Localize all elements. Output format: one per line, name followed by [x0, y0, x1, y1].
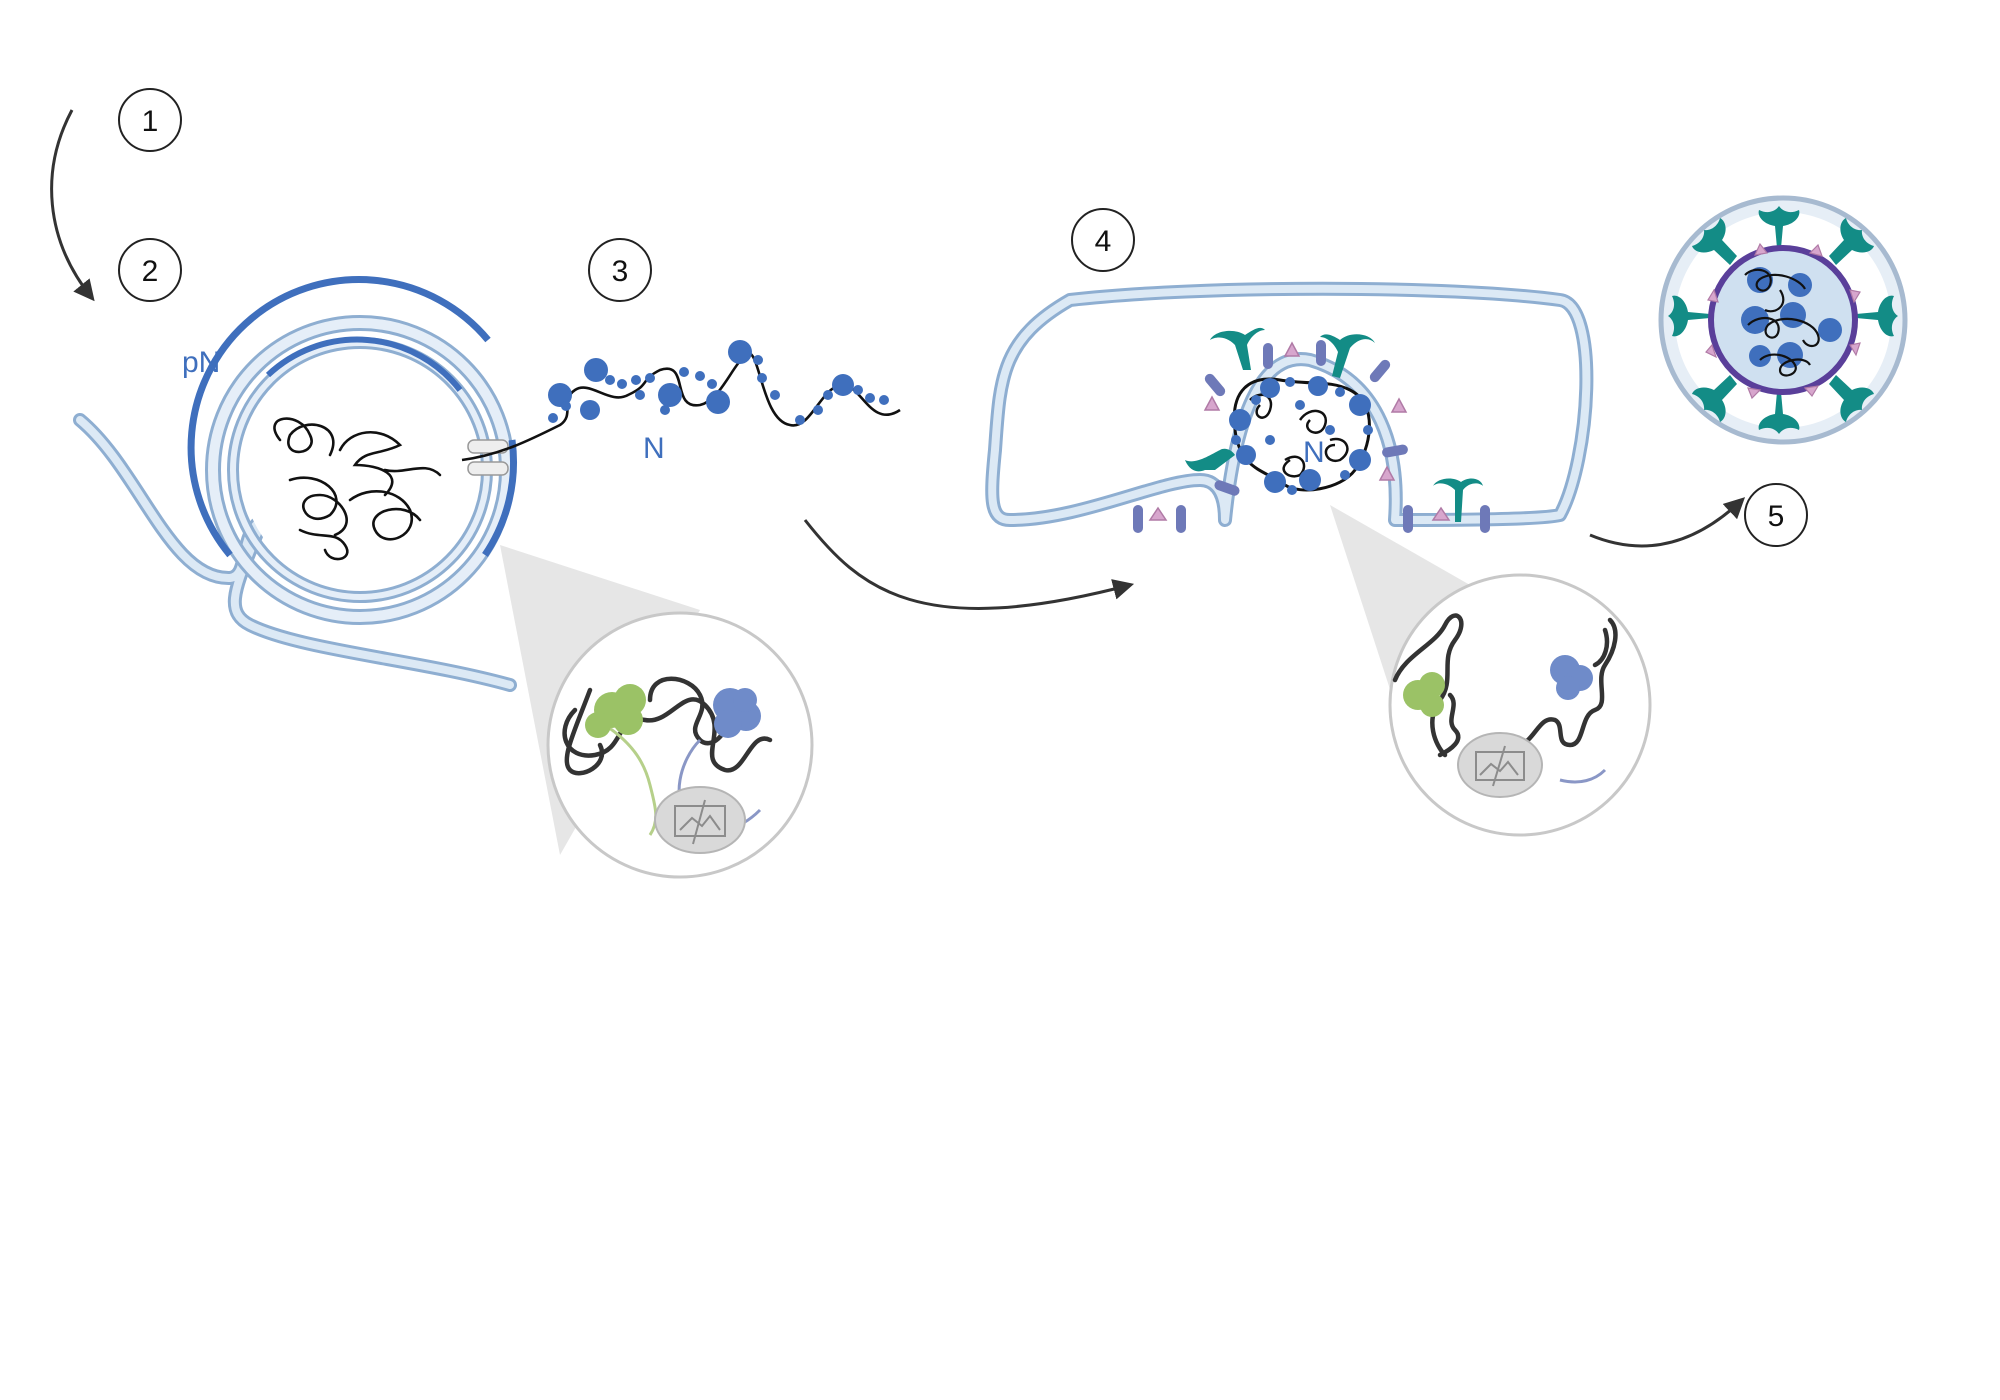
double-membrane-vesicle	[187, 276, 517, 625]
pN-coat-inner	[265, 336, 463, 392]
rna-n-strand	[461, 340, 901, 462]
pN-label: pN	[182, 346, 220, 379]
broken-image-icon	[1475, 745, 1525, 787]
step-1-label: 1	[142, 105, 159, 138]
step-2-label: 2	[142, 255, 159, 288]
entry-arrow	[50, 109, 95, 302]
pN-coat-side	[482, 439, 517, 557]
step-5-label: 5	[1768, 500, 1785, 533]
arrow-4-to-5	[1589, 497, 1746, 548]
er-membrane	[73, 413, 517, 692]
N-label-bud: N	[1303, 436, 1325, 469]
pN-coat-outer	[187, 276, 491, 558]
step-2-marker: 2	[118, 238, 182, 302]
green-protein-cluster-2	[1403, 672, 1445, 717]
budding-nucleocapsid	[1229, 376, 1373, 495]
blue-protein-cluster	[713, 688, 761, 738]
step-3-label: 3	[612, 255, 629, 288]
step-4-marker: 4	[1071, 208, 1135, 272]
pore-complex	[467, 439, 509, 476]
step-5-marker: 5	[1744, 483, 1808, 547]
arrow-3-to-4	[803, 519, 1135, 610]
green-protein-cluster	[585, 684, 646, 738]
step-3-marker: 3	[588, 238, 652, 302]
plasma-membrane	[985, 281, 1594, 527]
inset-zoom-1	[500, 545, 814, 879]
viral-rna-tangle	[273, 417, 442, 561]
step-4-label: 4	[1095, 225, 1112, 258]
blue-protein-cluster-2	[1550, 655, 1593, 700]
inset-zoom-2	[1330, 505, 1652, 837]
membrane-proteins	[1133, 327, 1490, 533]
N-label-strand: N	[643, 432, 665, 465]
broken-image-icon	[674, 799, 726, 845]
mature-virion	[1658, 195, 1908, 445]
step-1-marker: 1	[118, 88, 182, 152]
